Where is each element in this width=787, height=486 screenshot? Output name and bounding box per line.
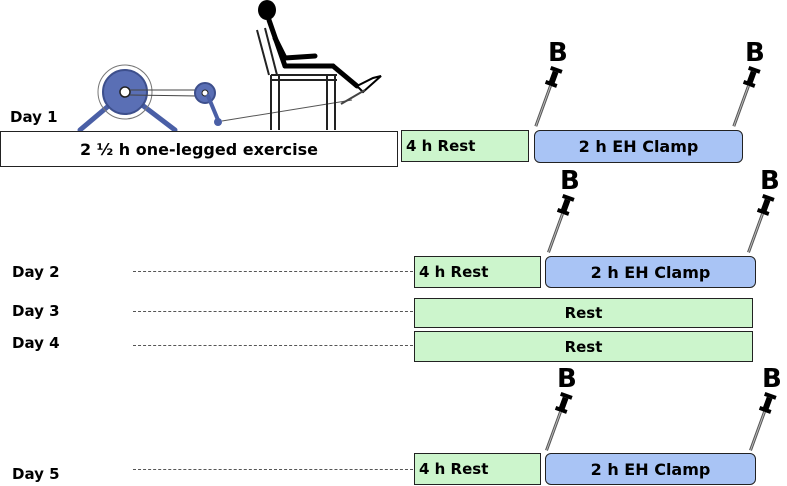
- day-1-rest-block: 4 h Rest: [401, 130, 529, 162]
- day-3-rest-block: Rest: [414, 298, 753, 328]
- biopsy-label: B: [760, 166, 780, 196]
- day-2-rest-block: 4 h Rest: [414, 256, 541, 288]
- day-2-clamp-block: 2 h EH Clamp: [545, 256, 756, 288]
- biopsy-needle-icon: [534, 65, 563, 127]
- biopsy-needle-icon: [749, 391, 777, 451]
- biopsy-needle-icon: [747, 193, 775, 253]
- biopsy-label: B: [560, 166, 580, 196]
- exercise-block: 2 ½ h one-legged exercise: [0, 131, 398, 167]
- day-1-clamp-block: 2 h EH Clamp: [534, 130, 743, 163]
- day-3-dashed-line: [133, 311, 413, 312]
- biopsy-label: B: [745, 38, 765, 68]
- biopsy-label: B: [548, 38, 568, 68]
- biopsy-needle-icon: [547, 193, 575, 253]
- day-5-label: Day 5: [12, 465, 60, 483]
- day-5-clamp-block: 2 h EH Clamp: [545, 453, 756, 485]
- biopsy-needle-icon: [545, 391, 573, 451]
- day-2-dashed-line: [133, 271, 413, 272]
- day-5-rest-block: 4 h Rest: [414, 453, 541, 485]
- biopsy-label: B: [557, 364, 577, 394]
- day-5-dashed-line: [133, 469, 413, 470]
- day-4-dashed-line: [133, 345, 413, 346]
- day-3-label: Day 3: [12, 302, 60, 320]
- biopsy-needle-icon: [732, 65, 761, 127]
- day-4-label: Day 4: [12, 334, 60, 352]
- seated-person-icon: [256, 0, 382, 130]
- day-2-label: Day 2: [12, 263, 60, 281]
- day-4-rest-block: Rest: [414, 331, 753, 362]
- biopsy-label: B: [762, 364, 782, 394]
- ergometer-icon: [77, 64, 353, 133]
- day-1-label: Day 1: [10, 108, 58, 126]
